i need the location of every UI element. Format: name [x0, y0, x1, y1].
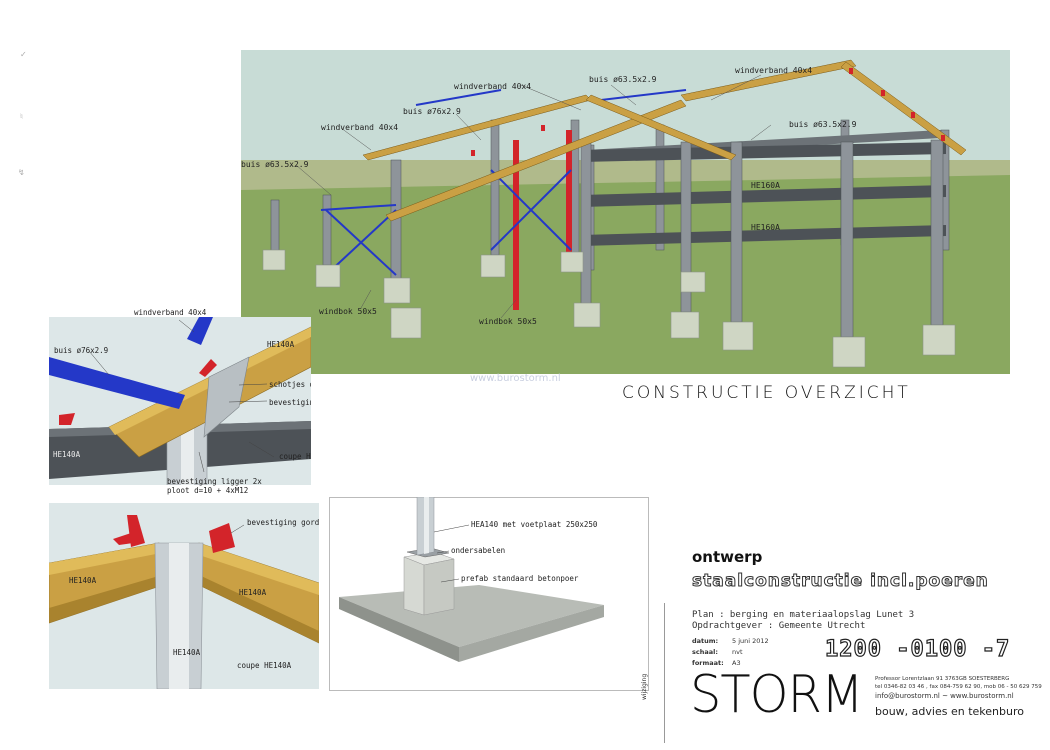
detail-connection-view: windverband 40x4 buis ø76x2.9 HE140A sch… [49, 317, 311, 485]
title-block: ontwerp staalconstructie incl.poeren Pla… [641, 545, 1045, 745]
tb-schaal-value: nvt [732, 648, 743, 656]
tb-datum-value: 5 juni 2012 [732, 637, 769, 645]
tb-tagline: bouw, advies en tekenburo [875, 705, 1024, 718]
detail-footing-view: HEA140 met voetplaat 250x250 ondersabele… [329, 497, 649, 691]
tb-logo: STORM [690, 665, 864, 725]
label-windbok: windbok 50x5 [479, 317, 537, 326]
tb-schaal-key: schaal: [692, 648, 718, 656]
tb-drawing-number: 1200 -0100 -7 [824, 636, 1011, 662]
label-he140a: HE140A [173, 648, 201, 657]
overview-view: windverband 40x4 buis ø63.5x2.9 windverb… [241, 50, 1010, 374]
label-ligger: ploot d=10 + 4xM12 [167, 486, 248, 495]
label-he140a: HE140A [239, 588, 267, 597]
label-windverband: windverband 40x4 [454, 82, 531, 91]
label-windverband: windverband 40x4 [735, 66, 812, 75]
label-coupe: coupe HE140A [279, 452, 311, 461]
label-buis: buis ø63.5x2.9 [241, 160, 309, 169]
tb-ontwerp: ontwerp [692, 548, 763, 566]
label-ondersabelen: ondersabelen [451, 546, 505, 555]
label-schotjes: schotjes d=8 [269, 380, 311, 389]
watermark: www.burostorm.nl [470, 373, 561, 384]
detail-connection-labels: bevestiging ligger 2x ploot d=10 + 4xM12 [167, 478, 262, 495]
tb-formaat-value: A3 [732, 659, 741, 667]
tb-datum-key: datum: [692, 637, 719, 645]
tb-plan: Plan : berging en materiaalopslag Lunet … [692, 610, 915, 620]
tb-project-title: staalconstructie incl.poeren [692, 571, 989, 592]
tb-datum: datum: 5 juni 2012 [692, 637, 769, 645]
detail-windverband-label: windverband 40x4 [134, 308, 207, 317]
tb-formaat: formaat: A3 [692, 659, 741, 667]
label-gording: bevestiging gording [247, 518, 319, 527]
margin-mark: ↯ [18, 168, 25, 177]
tb-email: info@burostorm.nl ~ www.burostorm.nl [875, 692, 1014, 700]
label-ligger: bevestiging ligger 2x [167, 478, 262, 486]
tb-schaal: schaal: nvt [692, 648, 743, 656]
margin-mark: ✓ [20, 50, 27, 59]
label-bevestiging: bevestiging 6xM12 [269, 398, 311, 407]
tb-wijziging: wijziging [641, 673, 648, 700]
title-divider [664, 603, 665, 743]
overview-title: CONSTRUCTIE OVERZICHT [622, 383, 911, 403]
label-buis: buis ø76x2.9 [403, 107, 461, 116]
tb-phones: tel 0346-82 03 46 , fax 084-759 62 90, m… [875, 684, 1042, 690]
label-he160a: HE160A [751, 223, 780, 232]
detail-ridge-view: bevestiging gording HE140A HE140A HE140A… [49, 503, 319, 689]
label-he160a: HE160A [751, 181, 780, 190]
label-he140a: HE140A [69, 576, 97, 585]
label-buis: buis ø76x2.9 [54, 346, 108, 355]
label-buis: buis ø63.5x2.9 [589, 75, 657, 84]
tb-address: Professor Lorentzlaan 91 3763GB SOESTERB… [875, 676, 1010, 682]
tb-formaat-key: formaat: [692, 659, 724, 667]
label-he140a: HE140A [267, 340, 295, 349]
label-buis: buis ø63.5x2.9 [789, 120, 857, 129]
label-coupe: coupe HE140A [237, 661, 292, 670]
label-windverband: windverband 40x4 [321, 123, 398, 132]
label-prefab: prefab standaard betonpoer [461, 574, 579, 583]
label-windbok: windbok 50x5 [319, 307, 377, 316]
tb-client: Opdrachtgever : Gemeente Utrecht [692, 621, 866, 631]
label-windverband: windverband 40x4 [134, 308, 207, 317]
label-he140a: HE140A [53, 450, 81, 459]
label-hea140: HEA140 met voetplaat 250x250 [471, 520, 598, 529]
margin-mark: ♮ [20, 112, 23, 121]
